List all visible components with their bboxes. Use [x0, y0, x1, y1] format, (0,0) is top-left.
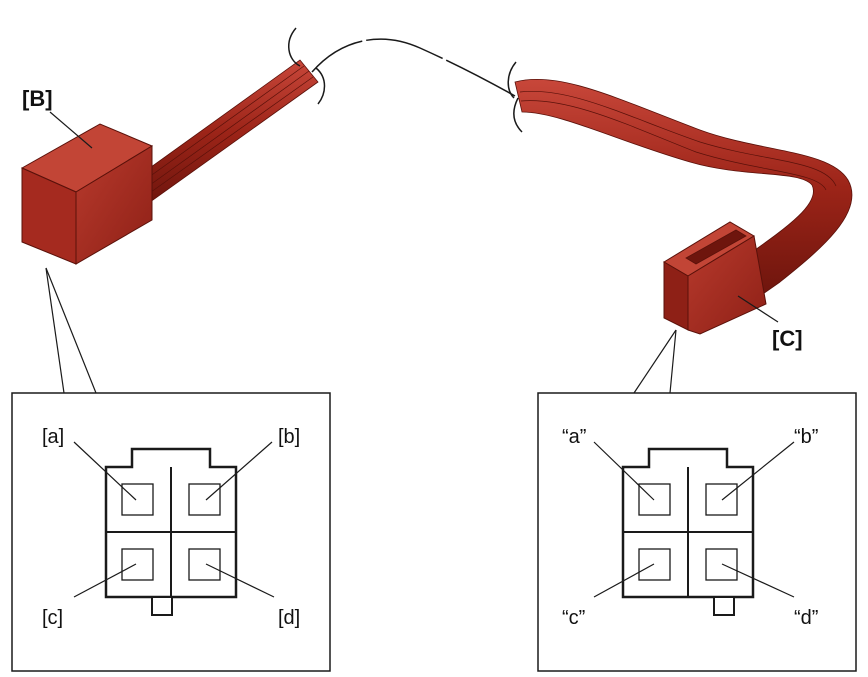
connector-b-label: [B] [22, 86, 53, 111]
right-pin-c-label: “c” [562, 607, 585, 629]
pin-a-cavity-r [638, 483, 671, 516]
break-mark-right-2 [513, 97, 523, 133]
left-pin-d-label: [d] [278, 607, 300, 629]
right-pin-b-label: “b” [794, 426, 818, 448]
left-pin-a-label: [a] [42, 426, 64, 448]
callout-right [633, 329, 677, 394]
pin-b-cavity [188, 483, 221, 516]
callout-left [45, 267, 65, 394]
cable-right [514, 78, 853, 297]
left-pin-b-label: [b] [278, 426, 300, 448]
break-mark-left-1 [288, 27, 301, 67]
cable-left [139, 59, 319, 206]
pin-c-cavity [121, 548, 154, 581]
right-pin-a-label: “a” [562, 426, 586, 448]
break-mark-left-2 [315, 67, 326, 105]
pin-d-cavity [188, 548, 221, 581]
left-pin-c-label: [c] [42, 607, 63, 629]
connector-b [20, 123, 154, 265]
pin-c-cavity-r [638, 548, 671, 581]
connector-b-leader [49, 111, 93, 149]
detail-box-right [537, 392, 857, 672]
pin-b-cavity-r [705, 483, 738, 516]
callout-right-2 [669, 329, 677, 394]
callout-left-2 [45, 267, 97, 394]
connector-c-leader [737, 295, 779, 323]
pin-a-cavity [121, 483, 154, 516]
break-wire [311, 38, 516, 97]
right-pin-d-label: “d” [794, 607, 818, 629]
break-mark-right-1 [507, 61, 517, 99]
connector-c-label: [C] [772, 326, 803, 351]
connector-c [663, 221, 767, 335]
pin-d-cavity-r [705, 548, 738, 581]
detail-box-left [11, 392, 331, 672]
